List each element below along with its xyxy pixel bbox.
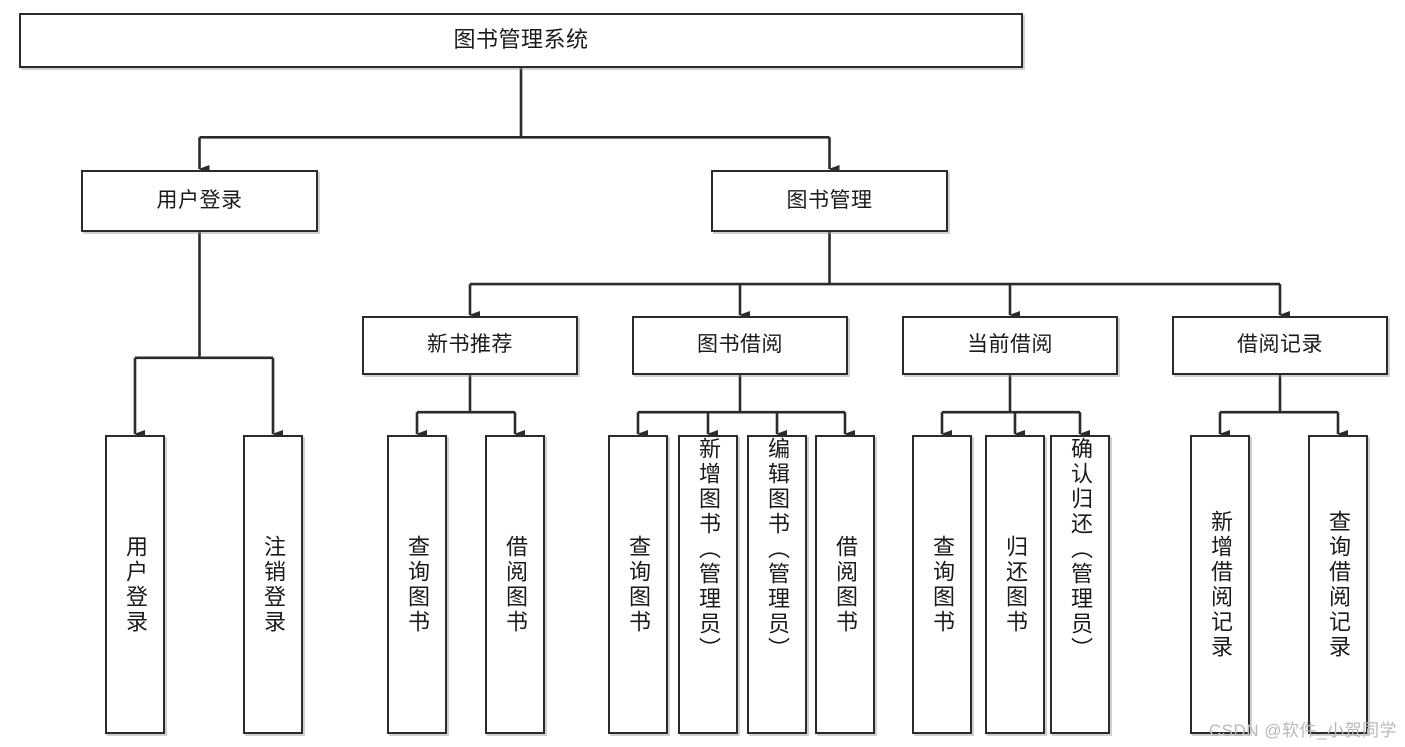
node-book-borrow[interactable]: 图书借阅 (632, 316, 848, 375)
leaf-leaf-logout-label: 注销登录 (260, 534, 286, 635)
node-book-borrow-label: 图书借阅 (697, 333, 783, 357)
leaf-leaf-borrow-book-2[interactable]: 借阅图书 (815, 435, 875, 734)
leaf-leaf-borrow-book-2-label: 借阅图书 (832, 534, 858, 635)
node-root[interactable]: 图书管理系统 (19, 13, 1023, 68)
node-new-book-recommend-label: 新书推荐 (427, 333, 513, 357)
node-book-manage-label: 图书管理 (786, 188, 873, 212)
leaf-leaf-add-book[interactable]: 新增图书（管理员） (678, 435, 738, 734)
node-current-borrow[interactable]: 当前借阅 (902, 316, 1118, 375)
leaf-leaf-query-book-3[interactable]: 查询图书 (912, 435, 972, 734)
leaf-leaf-confirm-return-label: 确认归还（管理员） (1067, 437, 1093, 662)
leaf-leaf-confirm-return[interactable]: 确认归还（管理员） (1050, 435, 1110, 734)
leaf-leaf-user-login[interactable]: 用户登录 (105, 435, 165, 734)
leaf-leaf-query-record-label: 查询借阅记录 (1325, 509, 1351, 660)
leaf-leaf-add-record-label: 新增借阅记录 (1207, 509, 1233, 660)
watermark-text: CSDN @软件_小贺同学 (1208, 721, 1397, 740)
node-borrow-record-label: 借阅记录 (1237, 333, 1323, 357)
node-borrow-record[interactable]: 借阅记录 (1172, 316, 1388, 375)
leaf-leaf-return-book[interactable]: 归还图书 (985, 435, 1045, 734)
leaf-leaf-query-book-1-label: 查询图书 (404, 534, 430, 635)
leaf-leaf-query-record[interactable]: 查询借阅记录 (1308, 435, 1368, 734)
leaf-leaf-add-record[interactable]: 新增借阅记录 (1190, 435, 1250, 734)
leaf-leaf-query-book-1[interactable]: 查询图书 (387, 435, 447, 734)
leaf-leaf-user-login-label: 用户登录 (122, 534, 148, 635)
node-book-manage[interactable]: 图书管理 (711, 170, 948, 232)
node-new-book-recommend[interactable]: 新书推荐 (362, 316, 578, 375)
leaf-leaf-logout[interactable]: 注销登录 (243, 435, 303, 734)
node-root-label: 图书管理系统 (453, 27, 589, 53)
leaf-leaf-borrow-book-1[interactable]: 借阅图书 (485, 435, 545, 734)
leaf-leaf-query-book-3-label: 查询图书 (929, 534, 955, 635)
node-current-borrow-label: 当前借阅 (967, 333, 1053, 357)
leaf-leaf-add-book-label: 新增图书（管理员） (695, 437, 721, 662)
leaf-leaf-query-book-2[interactable]: 查询图书 (608, 435, 668, 734)
node-user-login[interactable]: 用户登录 (81, 170, 318, 232)
node-user-login-label: 用户登录 (156, 188, 243, 212)
leaf-leaf-edit-book[interactable]: 编辑图书（管理员） (747, 435, 807, 734)
leaf-leaf-edit-book-label: 编辑图书（管理员） (764, 437, 790, 662)
leaf-leaf-query-book-2-label: 查询图书 (625, 534, 651, 635)
leaf-leaf-return-book-label: 归还图书 (1002, 534, 1028, 635)
leaf-leaf-borrow-book-1-label: 借阅图书 (502, 534, 528, 635)
